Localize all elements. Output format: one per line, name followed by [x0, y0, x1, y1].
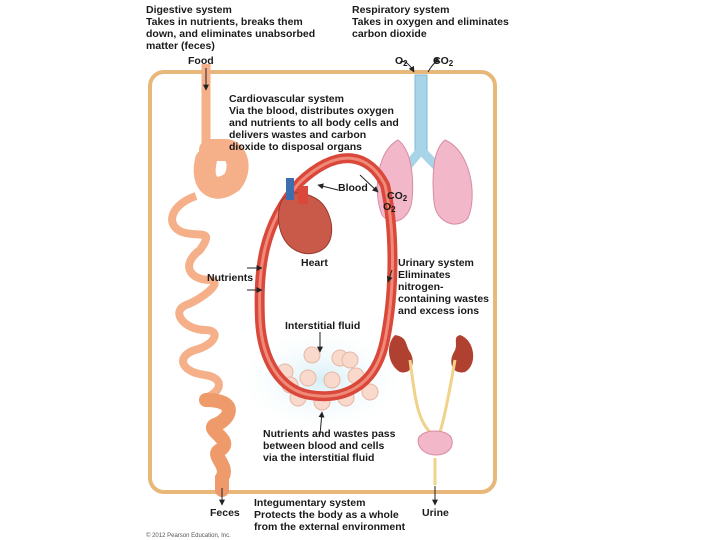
co2-lung-label: CO2 — [387, 190, 407, 205]
digestive-title: Digestive system — [146, 4, 232, 16]
urine-label: Urine — [422, 507, 449, 519]
copyright-notice: © 2012 Pearson Education, Inc. — [146, 533, 231, 539]
food-label: Food — [188, 55, 214, 67]
respiratory-line-2: carbon dioxide — [352, 28, 427, 40]
heart-illustration — [278, 178, 333, 255]
co2-out-label: CO2 — [433, 55, 453, 70]
integumentary-system-text: Integumentary system Protects the body a… — [254, 497, 405, 533]
digestive-tract — [168, 64, 249, 497]
cardiovascular-line-2: and nutrients to all body cells and — [229, 117, 399, 129]
feces-label: Feces — [210, 507, 240, 519]
urinary-line-3: containing wastes — [398, 293, 490, 305]
tissue-cell — [323, 371, 341, 389]
tissue-cell — [299, 369, 317, 387]
tissue-cell — [303, 346, 321, 364]
cardiovascular-title: Cardiovascular system — [229, 93, 344, 105]
co2-out-subscript: 2 — [448, 59, 454, 68]
cardiovascular-system-text: Cardiovascular system Via the blood, dis… — [229, 93, 399, 153]
digestive-line-2: down, and eliminates unabsorbed — [146, 28, 316, 40]
integumentary-line-2: from the external environment — [254, 521, 406, 533]
interstitial-fluid-label: Interstitial fluid — [285, 320, 361, 332]
co2-out-text: CO — [433, 55, 449, 67]
urinary-line-4: and excess ions — [398, 305, 480, 317]
respiratory-line-1: Takes in oxygen and eliminates — [352, 16, 509, 28]
tissue-cell — [341, 351, 359, 369]
cardiovascular-line-4: dioxide to disposal organs — [229, 141, 363, 153]
nutrients-label: Nutrients — [207, 272, 254, 284]
respiratory-system-text: Respiratory system Takes in oxygen and e… — [352, 4, 509, 40]
tissue-cell — [361, 383, 379, 401]
digestive-line-1: Takes in nutrients, breaks them — [146, 16, 303, 28]
respiratory-title: Respiratory system — [352, 4, 450, 16]
urinary-line-1: Eliminates — [398, 269, 451, 281]
co2-lung-subscript: 2 — [402, 194, 408, 203]
o2-in-text: O — [395, 55, 404, 67]
integumentary-title: Integumentary system — [254, 497, 366, 509]
cardiovascular-line-3: delivers wastes and carbon — [229, 129, 367, 141]
body-outline — [148, 70, 497, 494]
co2-lung-text: CO — [387, 190, 403, 202]
o2-lung-text: O — [383, 201, 392, 213]
interstitial-fluid-area — [234, 325, 410, 435]
o2-lung-label: O2 — [383, 201, 396, 216]
urinary-organs — [388, 335, 474, 485]
o2-lung-subscript: 2 — [391, 205, 396, 214]
integumentary-line-1: Protects the body as a whole — [254, 509, 399, 521]
blood-label: Blood — [338, 182, 368, 194]
exchange-note-text: Nutrients and wastes pass between blood … — [263, 428, 395, 464]
exchange-line-3: via the interstitial fluid — [263, 452, 375, 464]
o2-in-subscript: 2 — [403, 59, 408, 68]
exchange-line-1: Nutrients and wastes pass — [263, 428, 396, 440]
digestive-system-text: Digestive system Takes in nutrients, bre… — [146, 4, 315, 52]
urinary-system-text: Urinary system Eliminates nitrogen- cont… — [398, 257, 489, 317]
heart-label: Heart — [301, 257, 328, 269]
exchange-line-2: between blood and cells — [263, 440, 385, 452]
cardiovascular-line-1: Via the blood, distributes oxygen — [229, 105, 394, 117]
urinary-line-2: nitrogen- — [398, 281, 444, 293]
o2-in-label: O2 — [395, 55, 408, 70]
digestive-line-3: matter (feces) — [146, 40, 215, 52]
urinary-title: Urinary system — [398, 257, 474, 269]
